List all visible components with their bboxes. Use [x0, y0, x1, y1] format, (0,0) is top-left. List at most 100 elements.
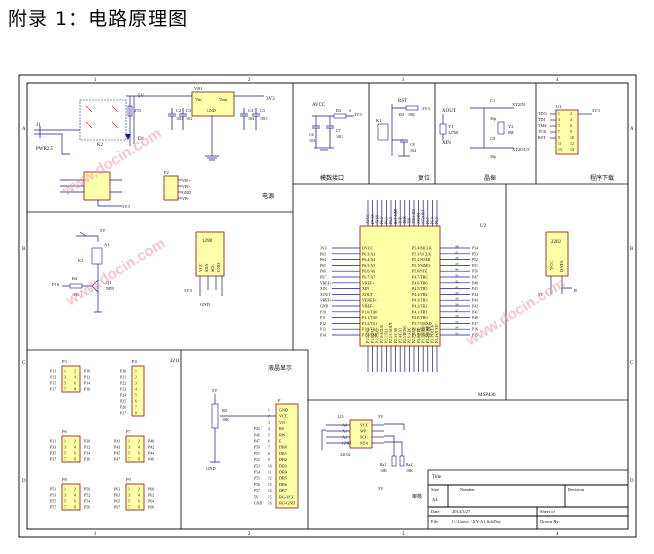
p9-num-r-0: 2 [138, 488, 140, 492]
p3-num-r-3: 8 [74, 388, 76, 392]
eeprom-wires [321, 423, 405, 456]
mcu-left-net-12: P11 [320, 316, 326, 320]
vout-label: Vout [219, 97, 228, 102]
p3-num-l-3: 7 [64, 388, 66, 392]
c7-label: C7 [336, 128, 341, 133]
temp-pin-2: SCL [210, 264, 215, 272]
j1-label: J1 [36, 123, 41, 128]
lcd-num-7: 8 [268, 452, 270, 456]
p3-num-l-0: 1 [64, 370, 66, 374]
switch-k2 [79, 99, 127, 141]
mcu-right-net-14: P36 [472, 328, 478, 332]
mcu-left-net-3: P65 [320, 264, 326, 268]
p4-num-5: 6 [135, 400, 137, 404]
p3-net-l-0: P11 [50, 369, 56, 374]
c9-label: C9 [490, 136, 496, 141]
p7-num-r-0: 2 [138, 440, 140, 444]
relay-wires [76, 231, 99, 298]
p6-net-l-1: P33 [50, 445, 56, 450]
p4-num-7: 8 [135, 412, 137, 416]
lcd-pin-9: DB3 [279, 463, 287, 468]
lcd-num-2: 3 [268, 421, 270, 425]
p7-num-l-2: 5 [128, 452, 130, 456]
mcu-bottom-pin-10: P2.7/TA0 [412, 328, 416, 343]
grid-row-right-1: B [630, 247, 634, 252]
y2-label: Y2 [508, 124, 514, 129]
lcd-num-9: 10 [268, 464, 272, 468]
tb-title: Title [432, 475, 442, 480]
p6-net-l-2: P35 [50, 451, 56, 456]
c2-value: 10U [176, 116, 183, 121]
p6-num-l-2: 5 [64, 452, 66, 456]
p4-net-6: P26 [120, 405, 126, 410]
p4-num-3: 4 [135, 388, 137, 392]
analog-caps [312, 125, 334, 151]
mcu-right-net-6: P46 [472, 281, 478, 285]
p8-num-l-3: 7 [64, 506, 66, 510]
p9-net-r-2: P64 [148, 499, 154, 504]
mcu-right-net-1: P53 [472, 252, 478, 256]
p7-num-r-1: 4 [138, 446, 140, 450]
mcu-right-net-3: P51 [472, 264, 478, 268]
mcu-right-net-0: P54 [472, 247, 478, 251]
mcu-left-net-1: P63 [320, 252, 326, 256]
c4-value: 104 [248, 116, 254, 121]
mcu-right-net-7: P45 [472, 287, 478, 291]
mcu-right-pin-2: P5.2/SOMI [412, 257, 431, 262]
mcu-right-pin-12: P4.0/TB0 [412, 315, 427, 320]
lcd-net-13: P57 [254, 489, 260, 493]
mcu-left-net-5: P67 [320, 276, 326, 280]
lcd-net-15: GND [254, 502, 262, 506]
p2-pin-2: GND [182, 190, 191, 195]
grid-col-bottom-3: 4 [556, 532, 559, 537]
mcu-bottom-pin-11: P3.0/STE [417, 328, 421, 343]
jtag-3v3: 3V3 [592, 108, 600, 113]
xout-label: XOUT [442, 109, 456, 114]
lcd-5v: 5V [212, 388, 218, 393]
temp-sensor-label: 1298 [202, 239, 213, 244]
document-title: 附录 1：电路原理图 [8, 8, 189, 30]
jtag-num-r-6: 14 [570, 148, 574, 152]
mcu-block: U2 MSP430 DVCC3V3P6.3/A3P63P6.4/A4P64P6.… [320, 200, 496, 398]
grid-col-bottom-0: 1 [94, 532, 97, 537]
mcu-left-pin-5: P6.7/A7 [362, 275, 375, 280]
jtag-num-r-1: 4 [570, 118, 572, 122]
mcu-right-net-15: P35 [472, 334, 478, 338]
mcu-bottom-pin-15: P3.4/UTXD [435, 324, 439, 343]
p6-net-l-0: P31 [50, 439, 56, 444]
ds-wires [550, 276, 572, 294]
lcd-pins: GND1VCC2VO3RS4P45RW5P46E6P47DB07P50DB18P… [254, 408, 295, 506]
jack-label: PWR2.5 [36, 147, 54, 152]
mcu-left-net-13: P12 [320, 322, 326, 326]
tb-file-value: C:\Users\..\XY-A1.SchDoc [452, 519, 501, 524]
mcu-right-num-3: 45 [455, 262, 459, 266]
mcu-left-pin-8: XOUT [362, 292, 374, 297]
p3-label: P3 [62, 359, 68, 364]
mcu-bottom-pin-14: P3.3/UCLK [431, 324, 435, 343]
p8-num-l-2: 5 [64, 500, 66, 504]
jtag-net-3: TCK [538, 129, 546, 134]
c9-value: 30p [490, 154, 496, 159]
p6-net-r-0: P30 [84, 439, 90, 444]
mcu-right-num-8: 40 [455, 291, 459, 295]
ee-right-pin-3: SDA [360, 441, 368, 446]
resistor-ra2 [399, 455, 405, 467]
mcu-right-net-4: P50 [472, 270, 478, 274]
p9-num-r-3: 8 [138, 506, 140, 510]
mcu-bottom-pin-0: P1.5/TA0 [366, 328, 370, 343]
battery-wires [60, 179, 122, 207]
mcu-right-net-2: P52 [472, 258, 478, 262]
grid-col-top-2: 3 [402, 78, 405, 83]
p2-pin-0: VB+ [182, 178, 191, 183]
jtag-num-l-0: 1 [558, 112, 560, 116]
p16-net: P16 [52, 282, 60, 287]
p8-net-r-2: P54 [84, 499, 90, 504]
p4-label: P4 [132, 359, 138, 364]
r-value: 470 [134, 108, 142, 113]
p3-net-r-2: P14 [84, 381, 90, 386]
tb-sheet: Sheet of [540, 509, 555, 514]
jtag-num-l-6: 13 [558, 148, 562, 152]
rst-label: RST [398, 99, 407, 104]
